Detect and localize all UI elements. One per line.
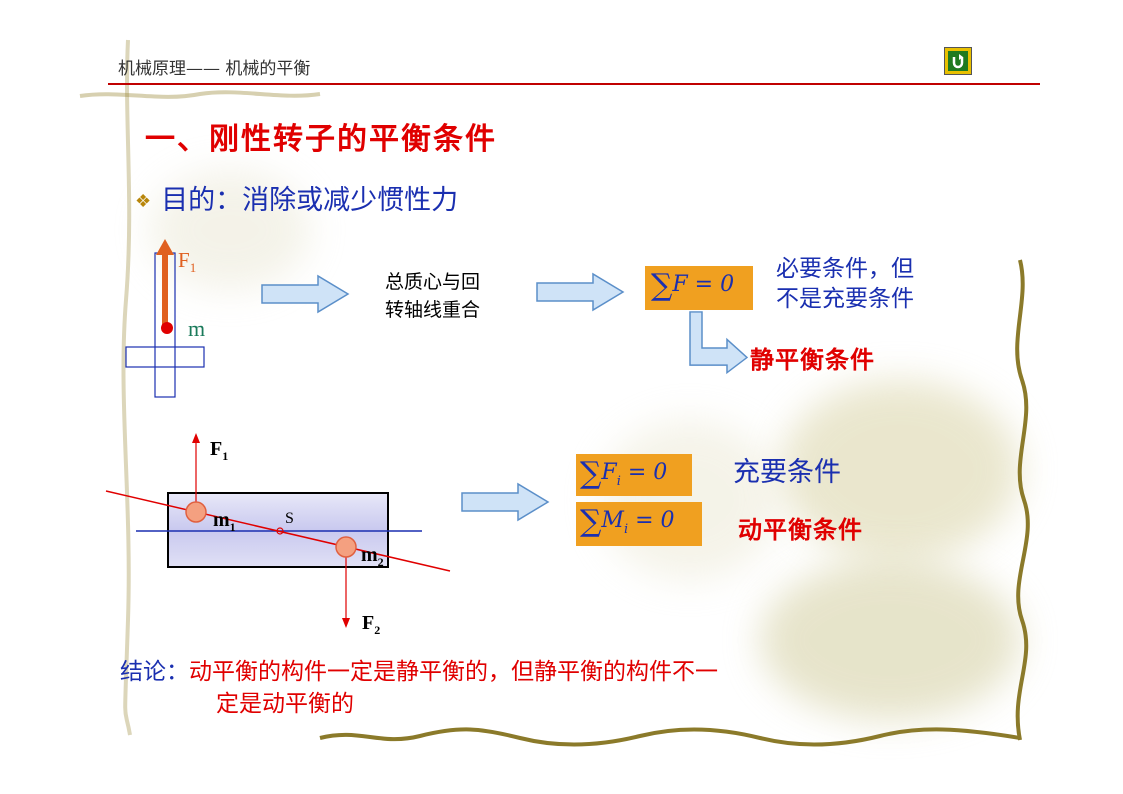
conclusion-line-1: 动平衡的构件一定是静平衡的，但静平衡的构件不一 — [189, 659, 718, 685]
dynamic-m2-label: m2 — [361, 544, 384, 569]
purpose-text: 目的：消除或减少惯性力 — [161, 185, 459, 216]
static-note: 必要条件，但 不是充要条件 — [776, 256, 914, 312]
dynamic-f1-label: F1 — [210, 438, 229, 463]
background-leaf-decoration — [600, 420, 780, 580]
force-sum-equation: ∑Fi = 0 — [580, 456, 668, 491]
right-arrow-2 — [536, 272, 625, 312]
centroid-condition-text: 总质心与回 转轴线重合 — [385, 271, 481, 321]
return-icon — [948, 51, 968, 71]
header-breadcrumb: 机械原理—— 机械的平衡 — [118, 59, 311, 79]
centroid-s-label: S — [285, 510, 294, 527]
dynamic-equation-box-2: ∑Mi = 0 — [576, 502, 702, 546]
dynamic-m1-label: m1 — [213, 509, 236, 534]
background-leaf-decoration — [780, 380, 1020, 560]
static-mass-label: m — [188, 316, 206, 341]
purpose-line: ❖ 目的：消除或减少惯性力 — [135, 178, 458, 217]
bent-arrow — [689, 311, 749, 375]
return-button[interactable] — [944, 47, 972, 75]
right-arrow-1 — [261, 274, 350, 314]
dynamic-f2-label: F2 — [362, 612, 381, 637]
static-force-label: F1 — [178, 248, 197, 276]
moment-sum-equation: ∑Mi = 0 — [580, 504, 675, 539]
static-rotor-diagram — [125, 239, 205, 398]
static-equation-box: ∑F = 0 — [645, 266, 753, 310]
section-title: 一、刚性转子的平衡条件 — [145, 122, 497, 157]
dynamic-balance-condition: 动平衡条件 — [738, 515, 863, 544]
dynamic-equation-box-1: ∑Fi = 0 — [576, 454, 692, 496]
conclusion: 结论：动平衡的构件一定是静平衡的，但静平衡的构件不一 定是动平衡的 — [120, 656, 980, 720]
bullet-icon: ❖ — [135, 191, 152, 212]
background-leaf-decoration — [150, 170, 310, 290]
right-arrow-3 — [461, 482, 550, 522]
static-equation: ∑F = 0 — [651, 268, 735, 303]
header-divider — [108, 83, 1040, 85]
dynamic-note: 充要条件 — [733, 457, 841, 488]
background-leaf-decoration — [760, 560, 1020, 720]
dynamic-rotor-diagram — [105, 433, 451, 628]
conclusion-label: 结论： — [120, 659, 189, 685]
static-balance-condition: 静平衡条件 — [750, 345, 875, 374]
conclusion-line-2: 定是动平衡的 — [216, 691, 354, 717]
